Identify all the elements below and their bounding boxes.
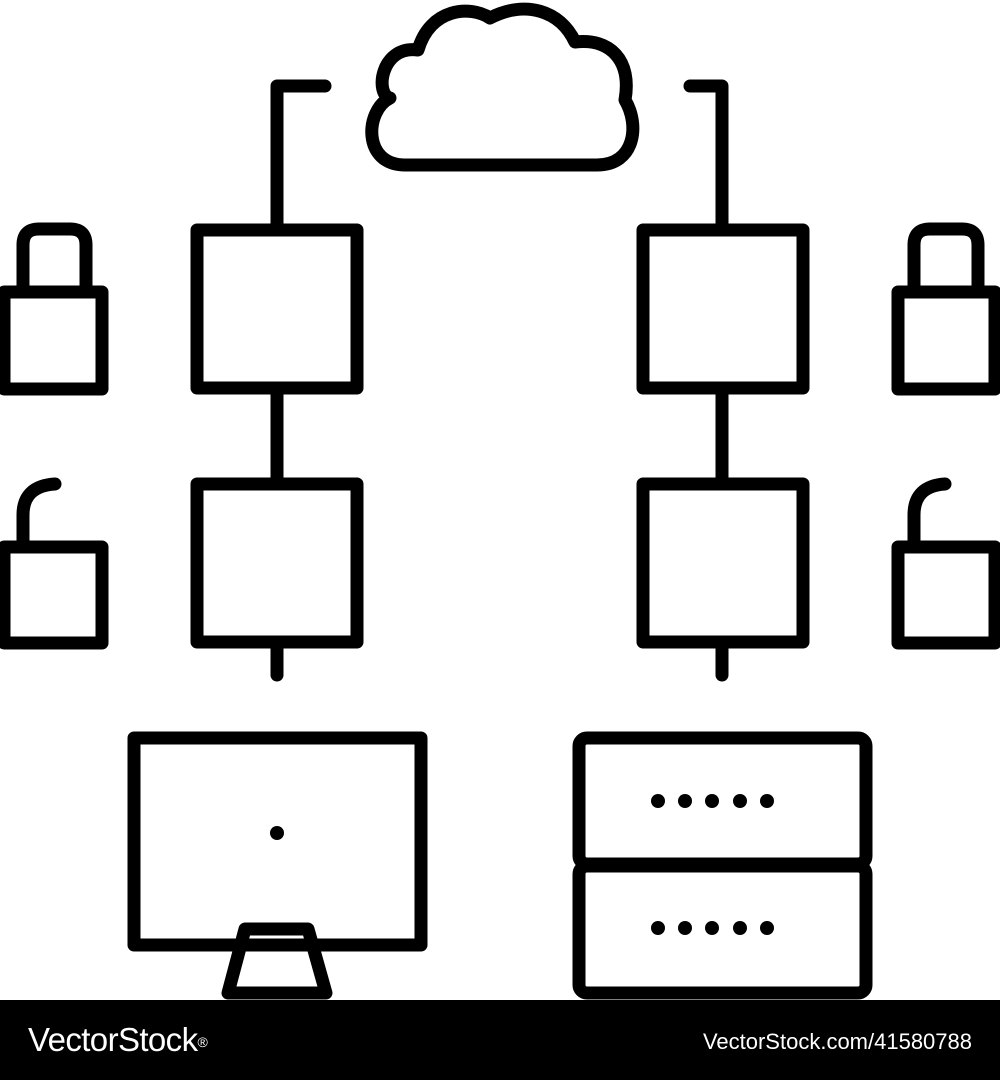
brand-name: VectorStock xyxy=(28,1021,198,1058)
left-lock-closed-icon xyxy=(0,222,109,396)
right-lock-open-icon xyxy=(891,477,1000,650)
cloud-icon xyxy=(365,2,640,172)
right-upper-box-icon xyxy=(636,223,810,395)
server-upper-indicator-dots xyxy=(651,794,774,808)
network-security-illustration xyxy=(0,2,1000,1000)
stock-id-link[interactable]: VectorStock.com/41580788 xyxy=(702,1029,972,1054)
right-cloud-connector xyxy=(683,79,729,237)
watermark-footer: VectorStock® VectorStock.com/41580788 xyxy=(0,1000,1000,1080)
server-rack-icon xyxy=(572,731,873,1000)
server-lower-indicator-dots xyxy=(651,921,774,935)
right-lower-box-icon xyxy=(636,477,810,649)
left-lock-open-icon xyxy=(0,477,109,650)
left-lower-box-icon xyxy=(190,477,364,649)
left-upper-box-icon xyxy=(190,223,364,395)
vectorstock-logo[interactable]: VectorStock® xyxy=(28,1018,208,1062)
monitor-icon xyxy=(127,731,428,1000)
right-lock-closed-icon xyxy=(891,222,1000,396)
left-cloud-connector xyxy=(270,79,332,237)
registered-mark: ® xyxy=(197,1034,208,1050)
